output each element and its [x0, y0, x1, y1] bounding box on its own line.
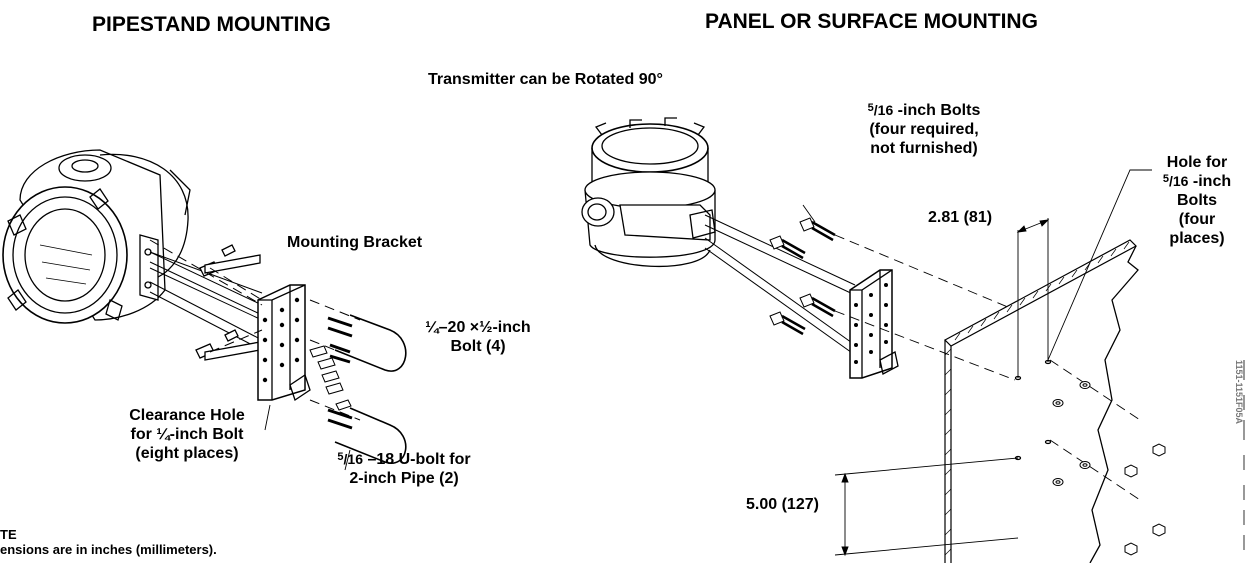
pipestand-mounting-bracket: [258, 285, 310, 400]
panel-bolts-line3: not furnished): [870, 140, 978, 157]
clearance-line1: Clearance Hole: [129, 407, 245, 424]
panel-bolts-frac: /16: [873, 102, 894, 118]
panel-transmitter-housing: [582, 118, 715, 266]
dimension-bottom: 5.00 (127): [746, 496, 819, 513]
hole-line1: Hole for: [1166, 154, 1228, 171]
pipestand-leaders: [265, 405, 350, 470]
hole-line3: Bolts: [1177, 192, 1217, 209]
panel-bolts-line2: (four required,: [869, 121, 979, 138]
panel-bolt-lines: [705, 215, 855, 355]
pipestand-transmitter-housing: [3, 150, 190, 323]
u-bolt-line1: 5/16 –18 U-bolt for: [324, 450, 484, 469]
rotated-note: Transmitter can be Rotated 90°: [428, 71, 663, 88]
panel-washers-nuts: [1053, 382, 1165, 556]
note-heading: TE: [0, 527, 17, 542]
panel-bolts: [770, 218, 835, 334]
panel-projection-lines: [835, 235, 1140, 500]
side-code: 1151-1151F05A: [1234, 360, 1244, 425]
clearance-hole-label: Clearance Hole for ¼-inch Bolt (eight pl…: [112, 406, 262, 463]
pipestand-title: PIPESTAND MOUNTING: [92, 13, 331, 36]
hole-label: Hole for 5/16 -inch Bolts (four places): [1155, 153, 1239, 248]
dimension-top: 2.81 (81): [928, 209, 993, 226]
hole-line5: places): [1169, 230, 1225, 247]
hole-line2: 5/16 -inch: [1155, 172, 1239, 191]
panel-bolts-sup: 5: [867, 102, 874, 114]
panel-mounting-bracket: [850, 270, 898, 378]
clearance-line3: (eight places): [135, 445, 239, 462]
note-text: ensions are in inches (millimeters).: [0, 542, 217, 557]
bolt-label: ¼–20 ×½-inch Bolt (4): [408, 318, 548, 356]
pipestand-bolt-lines: [150, 252, 262, 350]
pipestand-projection-lines: [150, 240, 360, 420]
clearance-line2: for ¼-inch Bolt: [130, 426, 244, 443]
hole-frac: /16: [1168, 173, 1189, 189]
panel-bolts-line1: 5/16 -inch Bolts: [834, 101, 1014, 120]
panel-title: PANEL OR SURFACE MOUNTING: [705, 10, 1038, 33]
hole-line4: (four: [1178, 211, 1216, 228]
u-bolt-line2: 2-inch Pipe (2): [349, 470, 459, 487]
pipestand-nuts: [196, 245, 260, 360]
bolt-label-line1: ¼–20 ×½-inch: [425, 319, 531, 336]
hole-text: -inch: [1188, 173, 1232, 190]
pipestand-u-bolts: [328, 315, 406, 463]
u-bolt-sup: 5: [337, 451, 344, 463]
bolt-label-line2: Bolt (4): [450, 338, 506, 355]
panel-bolts-text: -inch Bolts: [893, 102, 981, 119]
mounting-panel: [945, 240, 1138, 563]
u-bolt-frac: /16: [343, 451, 363, 467]
hole-sup: 5: [1162, 173, 1169, 185]
u-bolt-label: 5/16 –18 U-bolt for 2-inch Pipe (2): [324, 450, 484, 488]
pipestand-small-bolts: [310, 346, 351, 410]
mounting-bracket-label: Mounting Bracket: [287, 234, 423, 251]
dimension-lines: [803, 170, 1152, 555]
u-bolt-text: –18 U-bolt for: [367, 451, 471, 468]
panel-bolts-label: 5/16 -inch Bolts (four required, not fur…: [834, 101, 1014, 158]
